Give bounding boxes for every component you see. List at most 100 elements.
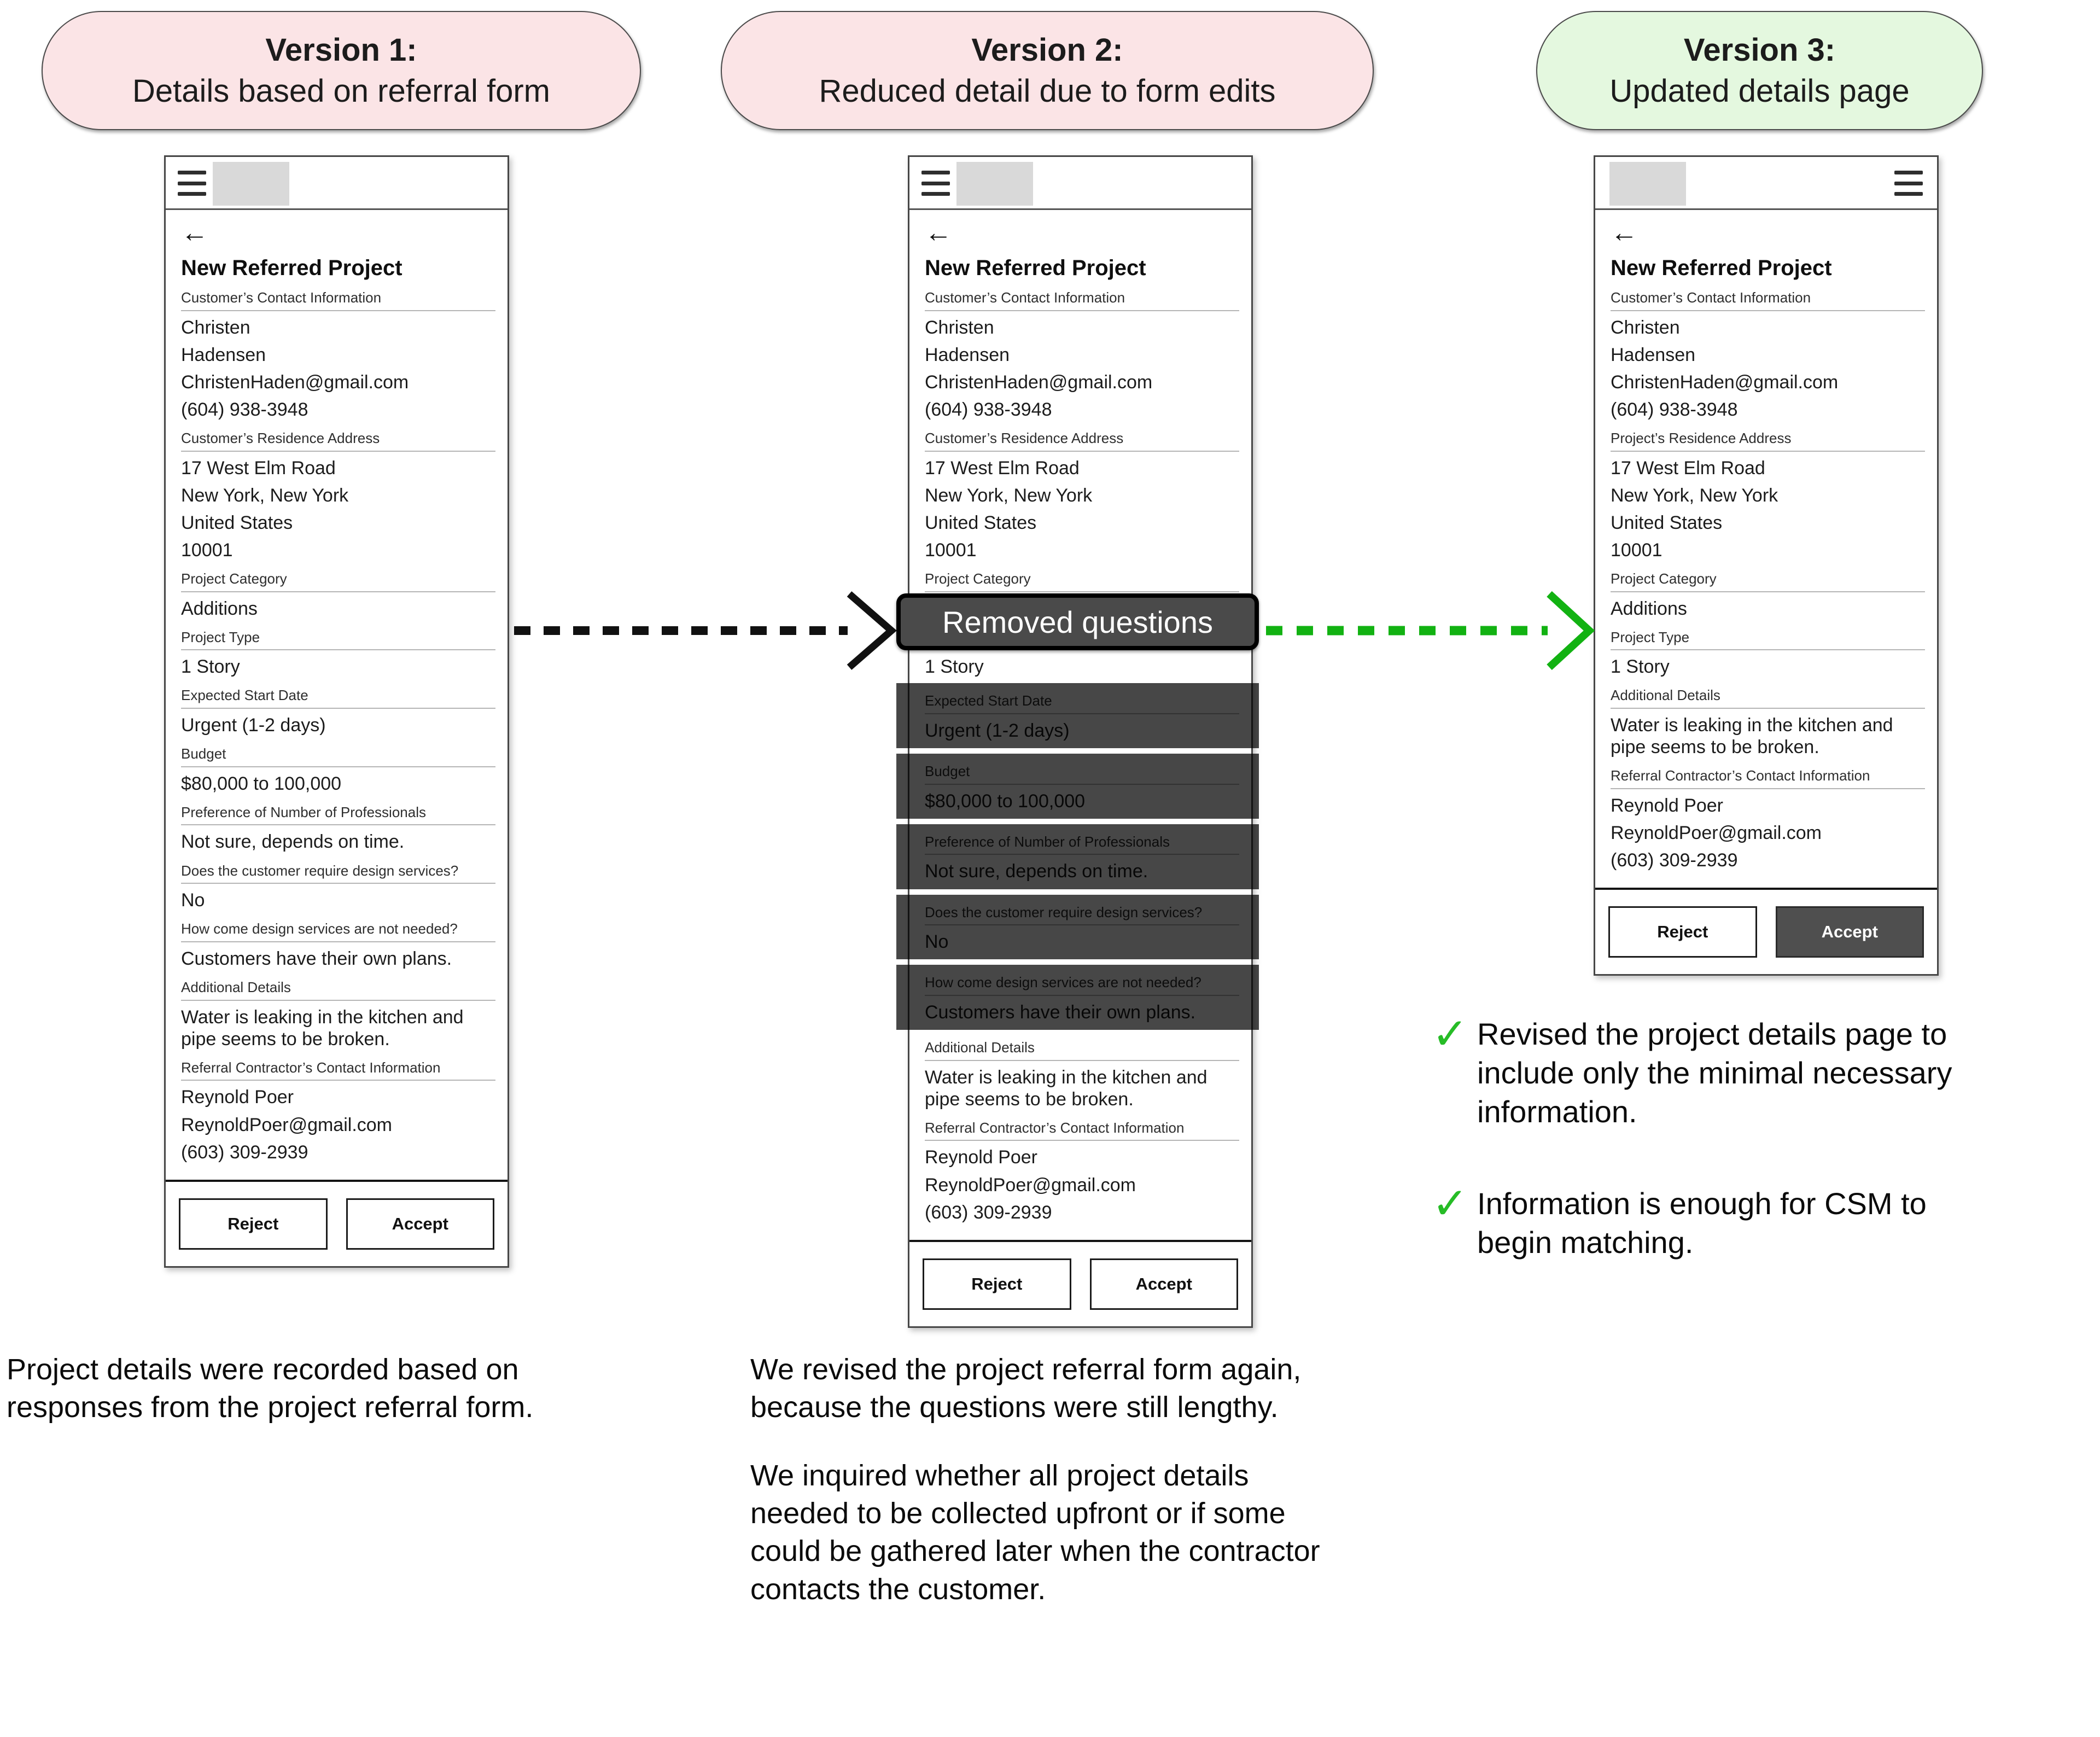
professionals-label: Preference of Number of Professionals <box>925 834 1239 855</box>
professionals-value: Not sure, depends on time. <box>181 831 405 853</box>
last-name-value: Hadensen <box>181 344 266 365</box>
contact-section-label: Customer’s Contact Information <box>925 290 1239 311</box>
referral-phone: (603) 309-2939 <box>925 1202 1052 1223</box>
project-details-page: ← New Referred Project Customer’s Contac… <box>896 217 1259 1223</box>
caption-paragraph: We revised the project referral form aga… <box>750 1353 1302 1424</box>
version-1-title: Version 1: <box>265 32 417 68</box>
design-services-value: No <box>181 890 205 911</box>
back-icon[interactable]: ← <box>925 217 952 248</box>
first-name-value: Christen <box>1611 317 1680 338</box>
design-services-label: Does the customer require design service… <box>925 904 1239 926</box>
email-value: ChristenHaden@gmail.com <box>925 371 1153 393</box>
accept-button[interactable]: Accept <box>1089 1258 1238 1310</box>
project-details-page: ← New Referred Project Customer’s Contac… <box>166 219 508 1163</box>
note-minimal-info: ✓ Revised the project details page to in… <box>1432 1012 2100 1131</box>
address-line4: 10001 <box>925 539 977 561</box>
referral-name: Reynold Poer <box>181 1087 294 1108</box>
design-services-value: No <box>925 931 949 953</box>
back-icon[interactable]: ← <box>1611 217 1638 248</box>
address-line4: 10001 <box>1611 539 1662 561</box>
logo-placeholder <box>213 162 289 206</box>
type-value: 1 Story <box>181 656 240 678</box>
contact-section-label: Customer’s Contact Information <box>181 290 495 311</box>
version-2-title: Version 2: <box>971 32 1123 68</box>
note-csm-matching: ✓ Information is enough for CSM to begin… <box>1432 1179 2100 1262</box>
menu-icon[interactable] <box>1894 171 1923 196</box>
address-line3: United States <box>925 512 1037 533</box>
start-date-label: Expected Start Date <box>181 687 495 709</box>
start-date-label: Expected Start Date <box>925 693 1239 715</box>
first-name-value: Christen <box>925 317 994 338</box>
category-label: Project Category <box>1611 571 1925 592</box>
app-header <box>166 157 508 210</box>
type-label: Project Type <box>181 629 495 651</box>
referral-phone: (603) 309-2939 <box>1611 850 1738 871</box>
page-title: New Referred Project <box>1611 256 1832 280</box>
budget-label: Budget <box>925 763 1239 785</box>
address-section-label: Project’s Residence Address <box>1611 430 1925 452</box>
additional-details-value: Water is leaking in the kitchen and pipe… <box>1611 715 1893 758</box>
project-details-page: ← New Referred Project Customer’s Contac… <box>1595 219 1937 871</box>
accept-button[interactable]: Accept <box>1775 906 1924 958</box>
referral-email: ReynoldPoer@gmail.com <box>181 1114 393 1135</box>
action-bar: Reject Accept <box>909 1239 1251 1326</box>
professionals-value: Not sure, depends on time. <box>925 861 1148 882</box>
address-line2: New York, New York <box>1611 485 1778 506</box>
additional-details-label: Additional Details <box>181 980 495 1001</box>
caption-paragraph: Project details were recorded based on r… <box>7 1353 534 1424</box>
first-name-value: Christen <box>181 317 250 338</box>
version-2-pill: Version 2: Reduced detail due to form ed… <box>721 11 1374 130</box>
action-bar: Reject Accept <box>166 1179 508 1266</box>
referral-section-label: Referral Contractor’s Contact Informatio… <box>181 1060 495 1081</box>
category-label: Project Category <box>925 571 1239 592</box>
phone-mockup-v3: ← New Referred Project Customer’s Contac… <box>1594 155 1939 976</box>
additional-details-value: Water is leaking in the kitchen and pipe… <box>181 1006 464 1050</box>
design-why-value: Customers have their own plans. <box>925 1001 1196 1023</box>
referral-name: Reynold Poer <box>925 1147 1038 1168</box>
last-name-value: Hadensen <box>925 344 1010 365</box>
reject-button[interactable]: Reject <box>1608 906 1757 958</box>
additional-details-label: Additional Details <box>1611 687 1925 709</box>
category-value: Additions <box>181 598 258 619</box>
phone-value: (604) 938-3948 <box>181 399 308 420</box>
phone-mockup-v1: ← New Referred Project Customer’s Contac… <box>164 155 509 1268</box>
category-label: Project Category <box>181 571 495 592</box>
caption-version-1: Project details were recorded based on r… <box>7 1351 564 1457</box>
budget-value: $80,000 to 100,000 <box>925 790 1086 812</box>
phone-mockup-v2: ← New Referred Project Customer’s Contac… <box>896 155 1259 1328</box>
removed-section-budget: Budget $80,000 to 100,000 <box>896 754 1259 819</box>
additional-details-label: Additional Details <box>925 1040 1239 1061</box>
accept-button[interactable]: Accept <box>346 1198 494 1250</box>
removed-questions-badge: Removed questions <box>896 593 1259 651</box>
removed-section-design-services: Does the customer require design service… <box>896 894 1259 960</box>
design-services-label: Does the customer require design service… <box>181 862 495 884</box>
referral-email: ReynoldPoer@gmail.com <box>1611 822 1822 843</box>
contact-section-label: Customer’s Contact Information <box>1611 290 1925 311</box>
design-why-label: How come design services are not needed? <box>181 921 495 942</box>
professionals-label: Preference of Number of Professionals <box>181 805 495 826</box>
page-title: New Referred Project <box>181 256 402 280</box>
app-header <box>1595 157 1937 210</box>
referral-name: Reynold Poer <box>1611 795 1724 816</box>
menu-icon[interactable] <box>178 171 206 196</box>
design-why-value: Customers have their own plans. <box>181 948 452 969</box>
address-line1: 17 West Elm Road <box>1611 457 1765 479</box>
last-name-value: Hadensen <box>1611 344 1696 365</box>
arrow-v1-to-v2 <box>514 591 897 670</box>
version-2-subtitle: Reduced detail due to form edits <box>819 73 1276 109</box>
back-icon[interactable]: ← <box>181 217 208 248</box>
address-line3: United States <box>1611 512 1723 533</box>
referral-section-label: Referral Contractor’s Contact Informatio… <box>925 1120 1239 1141</box>
reject-button[interactable]: Reject <box>923 1258 1071 1310</box>
menu-icon[interactable] <box>921 171 950 196</box>
budget-value: $80,000 to 100,000 <box>181 773 342 794</box>
budget-label: Budget <box>181 746 495 767</box>
check-icon: ✓ <box>1432 1179 1469 1228</box>
address-line1: 17 West Elm Road <box>181 457 336 479</box>
badge-covered-region: Additions Project Type Removed questions <box>896 593 1259 651</box>
address-line3: United States <box>181 512 293 533</box>
reject-button[interactable]: Reject <box>179 1198 328 1250</box>
address-line4: 10001 <box>181 539 233 561</box>
version-3-pill: Version 3: Updated details page <box>1536 11 1983 130</box>
